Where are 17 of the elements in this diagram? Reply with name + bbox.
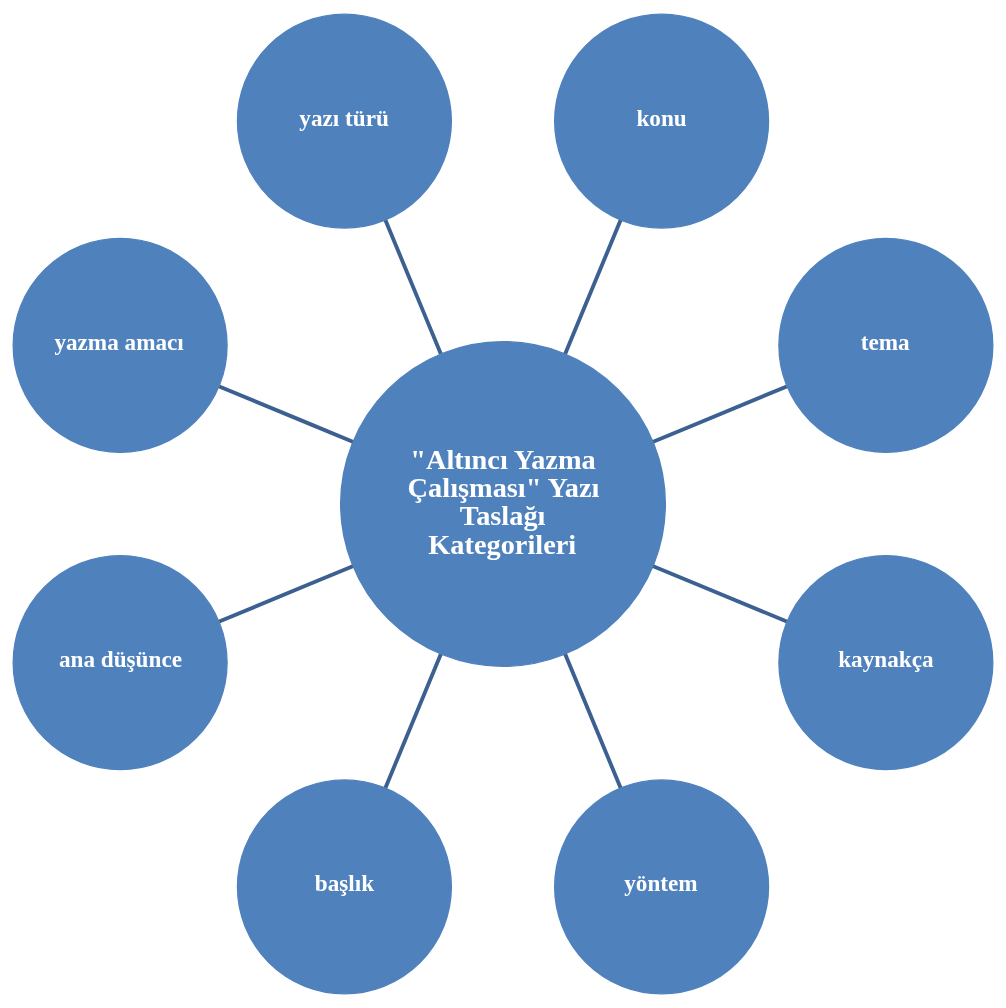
node-circle: yazma amacı <box>12 237 228 454</box>
node-circle: ana düşünce <box>12 554 228 771</box>
node-circle: başlık <box>236 779 453 995</box>
connector <box>563 653 623 789</box>
connector <box>563 219 623 355</box>
node-circle: yöntem <box>553 779 770 995</box>
connector <box>652 384 788 444</box>
connector <box>652 564 788 624</box>
node-circle: konu <box>553 13 770 229</box>
connector <box>218 564 354 624</box>
node-circle: yazı türü <box>236 13 453 229</box>
node-circle: kaynakça <box>778 554 994 771</box>
connector <box>383 219 443 355</box>
connector <box>218 384 354 444</box>
connector <box>383 653 443 789</box>
node-circle: tema <box>778 237 994 454</box>
node-circle: "Altıncı Yazma Çalışması" Yazı Taslağı Kategorileri <box>339 340 667 668</box>
